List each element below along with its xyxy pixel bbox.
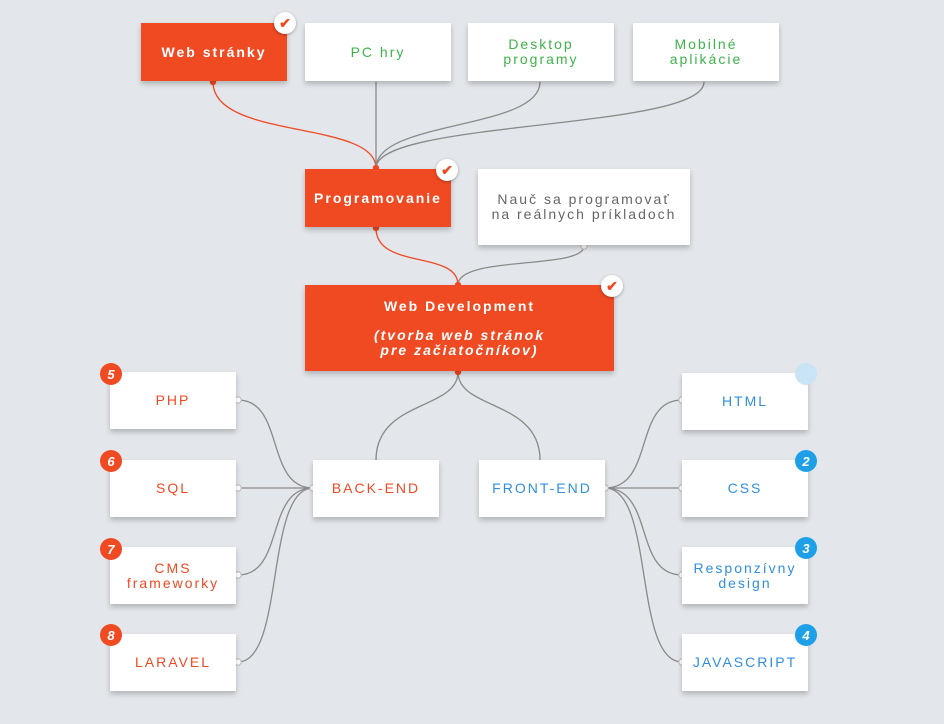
wire-to-backend bbox=[375, 371, 459, 461]
node-javascript-label: JAVASCRIPT bbox=[692, 654, 798, 670]
wire-mobilne bbox=[375, 81, 705, 169]
node-mobilne-aplikacie[interactable]: Mobilné aplikácie bbox=[633, 23, 779, 81]
wire-frontend-item bbox=[604, 487, 683, 663]
lesson-badge: 4 bbox=[795, 624, 817, 646]
node-desktop-programy[interactable]: Desktop programy bbox=[468, 23, 614, 81]
node-html-label: HTML bbox=[721, 393, 769, 409]
check-icon: ✔ bbox=[601, 275, 623, 297]
node-cms-label: CMS frameworky bbox=[126, 559, 220, 591]
node-sql-label: SQL bbox=[155, 480, 190, 496]
node-web-development-title: Web Development bbox=[383, 297, 536, 314]
wire-programovanie bbox=[375, 227, 459, 286]
node-web-stranky-label: Web stránky bbox=[161, 43, 267, 60]
wire-nauc bbox=[457, 245, 585, 286]
node-responzivny-label: Responzívny design bbox=[693, 559, 797, 591]
node-web-stranky[interactable]: Web stránky bbox=[141, 23, 287, 81]
lesson-badge: 7 bbox=[100, 538, 122, 560]
node-php-label: PHP bbox=[155, 392, 191, 408]
node-web-development-subtitle: (tvorba web stránok pre začiatočníkov) bbox=[373, 326, 546, 358]
node-front-end[interactable]: FRONT-END bbox=[479, 460, 605, 517]
node-nauc-sa-programovat[interactable]: Nauč sa programovať na reálnych príklado… bbox=[478, 169, 690, 245]
node-pc-hry[interactable]: PC hry bbox=[305, 23, 451, 81]
lesson-badge: 8 bbox=[100, 624, 122, 646]
wire-web-stranky bbox=[212, 81, 377, 169]
lesson-badge: 6 bbox=[100, 450, 122, 472]
node-php[interactable]: PHP bbox=[110, 372, 236, 429]
lesson-badge: 5 bbox=[100, 363, 122, 385]
node-responzivny-design[interactable]: Responzívny design bbox=[682, 547, 808, 604]
node-css[interactable]: CSS bbox=[682, 460, 808, 517]
node-cms-frameworky[interactable]: CMS frameworky bbox=[110, 547, 236, 604]
lesson-badge: 3 bbox=[795, 537, 817, 559]
wire-backend-item bbox=[237, 487, 314, 663]
node-desktop-label: Desktop programy bbox=[503, 36, 579, 67]
wire-frontend-item bbox=[604, 487, 683, 576]
wire-backend-item bbox=[237, 399, 314, 489]
node-back-end[interactable]: BACK-END bbox=[313, 460, 439, 517]
node-pc-hry-label: PC hry bbox=[350, 43, 406, 60]
wire-backend-item bbox=[237, 487, 314, 576]
node-programovanie-label: Programovanie bbox=[314, 189, 442, 206]
lesson-badge: 2 bbox=[795, 450, 817, 472]
check-icon: ✔ bbox=[274, 12, 296, 34]
node-html[interactable]: HTML bbox=[682, 373, 808, 430]
node-css-label: CSS bbox=[727, 480, 763, 496]
wire-desktop bbox=[375, 81, 541, 169]
node-sql[interactable]: SQL bbox=[110, 460, 236, 517]
check-icon: ✔ bbox=[436, 159, 458, 181]
wire-frontend-item bbox=[604, 399, 683, 489]
node-back-end-label: BACK-END bbox=[331, 480, 421, 496]
node-web-development[interactable]: Web Development (tvorba web stránok pre … bbox=[305, 285, 614, 371]
node-javascript[interactable]: JAVASCRIPT bbox=[682, 634, 808, 691]
wire-to-frontend bbox=[457, 371, 541, 461]
node-programovanie[interactable]: Programovanie bbox=[305, 169, 451, 227]
node-nauc-label: Nauč sa programovať na reálnych príklado… bbox=[491, 191, 677, 222]
lesson-badge bbox=[795, 363, 817, 385]
node-laravel[interactable]: LARAVEL bbox=[110, 634, 236, 691]
node-mobilne-label: Mobilné aplikácie bbox=[669, 36, 743, 67]
node-front-end-label: FRONT-END bbox=[492, 480, 592, 496]
node-laravel-label: LARAVEL bbox=[135, 654, 211, 670]
